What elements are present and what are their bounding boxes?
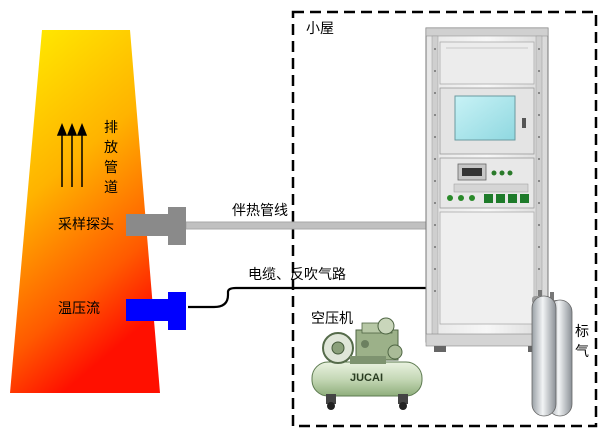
probe-label: 采样探头	[58, 217, 114, 233]
hut-label: 小屋	[306, 21, 334, 37]
tpf-label: 温压流	[58, 301, 100, 317]
hut-border	[291, 10, 598, 428]
exhaust-stack	[10, 30, 160, 393]
exhaust-duct-label: 排放管道	[104, 120, 118, 196]
heated-line	[185, 221, 429, 230]
compressor-label: 空压机	[311, 311, 353, 327]
analyzer-screen	[454, 95, 516, 141]
compressor-brand-label: JUCAI	[350, 372, 384, 384]
sampling-probe	[126, 207, 186, 245]
tpf-device	[126, 292, 186, 330]
flow-arrows-icon	[56, 122, 88, 187]
analyzer-cabinet	[425, 27, 549, 352]
air-compressor	[311, 317, 423, 410]
cable-label: 电缆、反吹气路	[248, 267, 346, 283]
standard-gas-label: 标气	[575, 324, 589, 360]
cable-line	[188, 286, 440, 309]
heated-line-label: 伴热管线	[232, 203, 288, 219]
standard-gas-cylinders	[531, 290, 573, 417]
